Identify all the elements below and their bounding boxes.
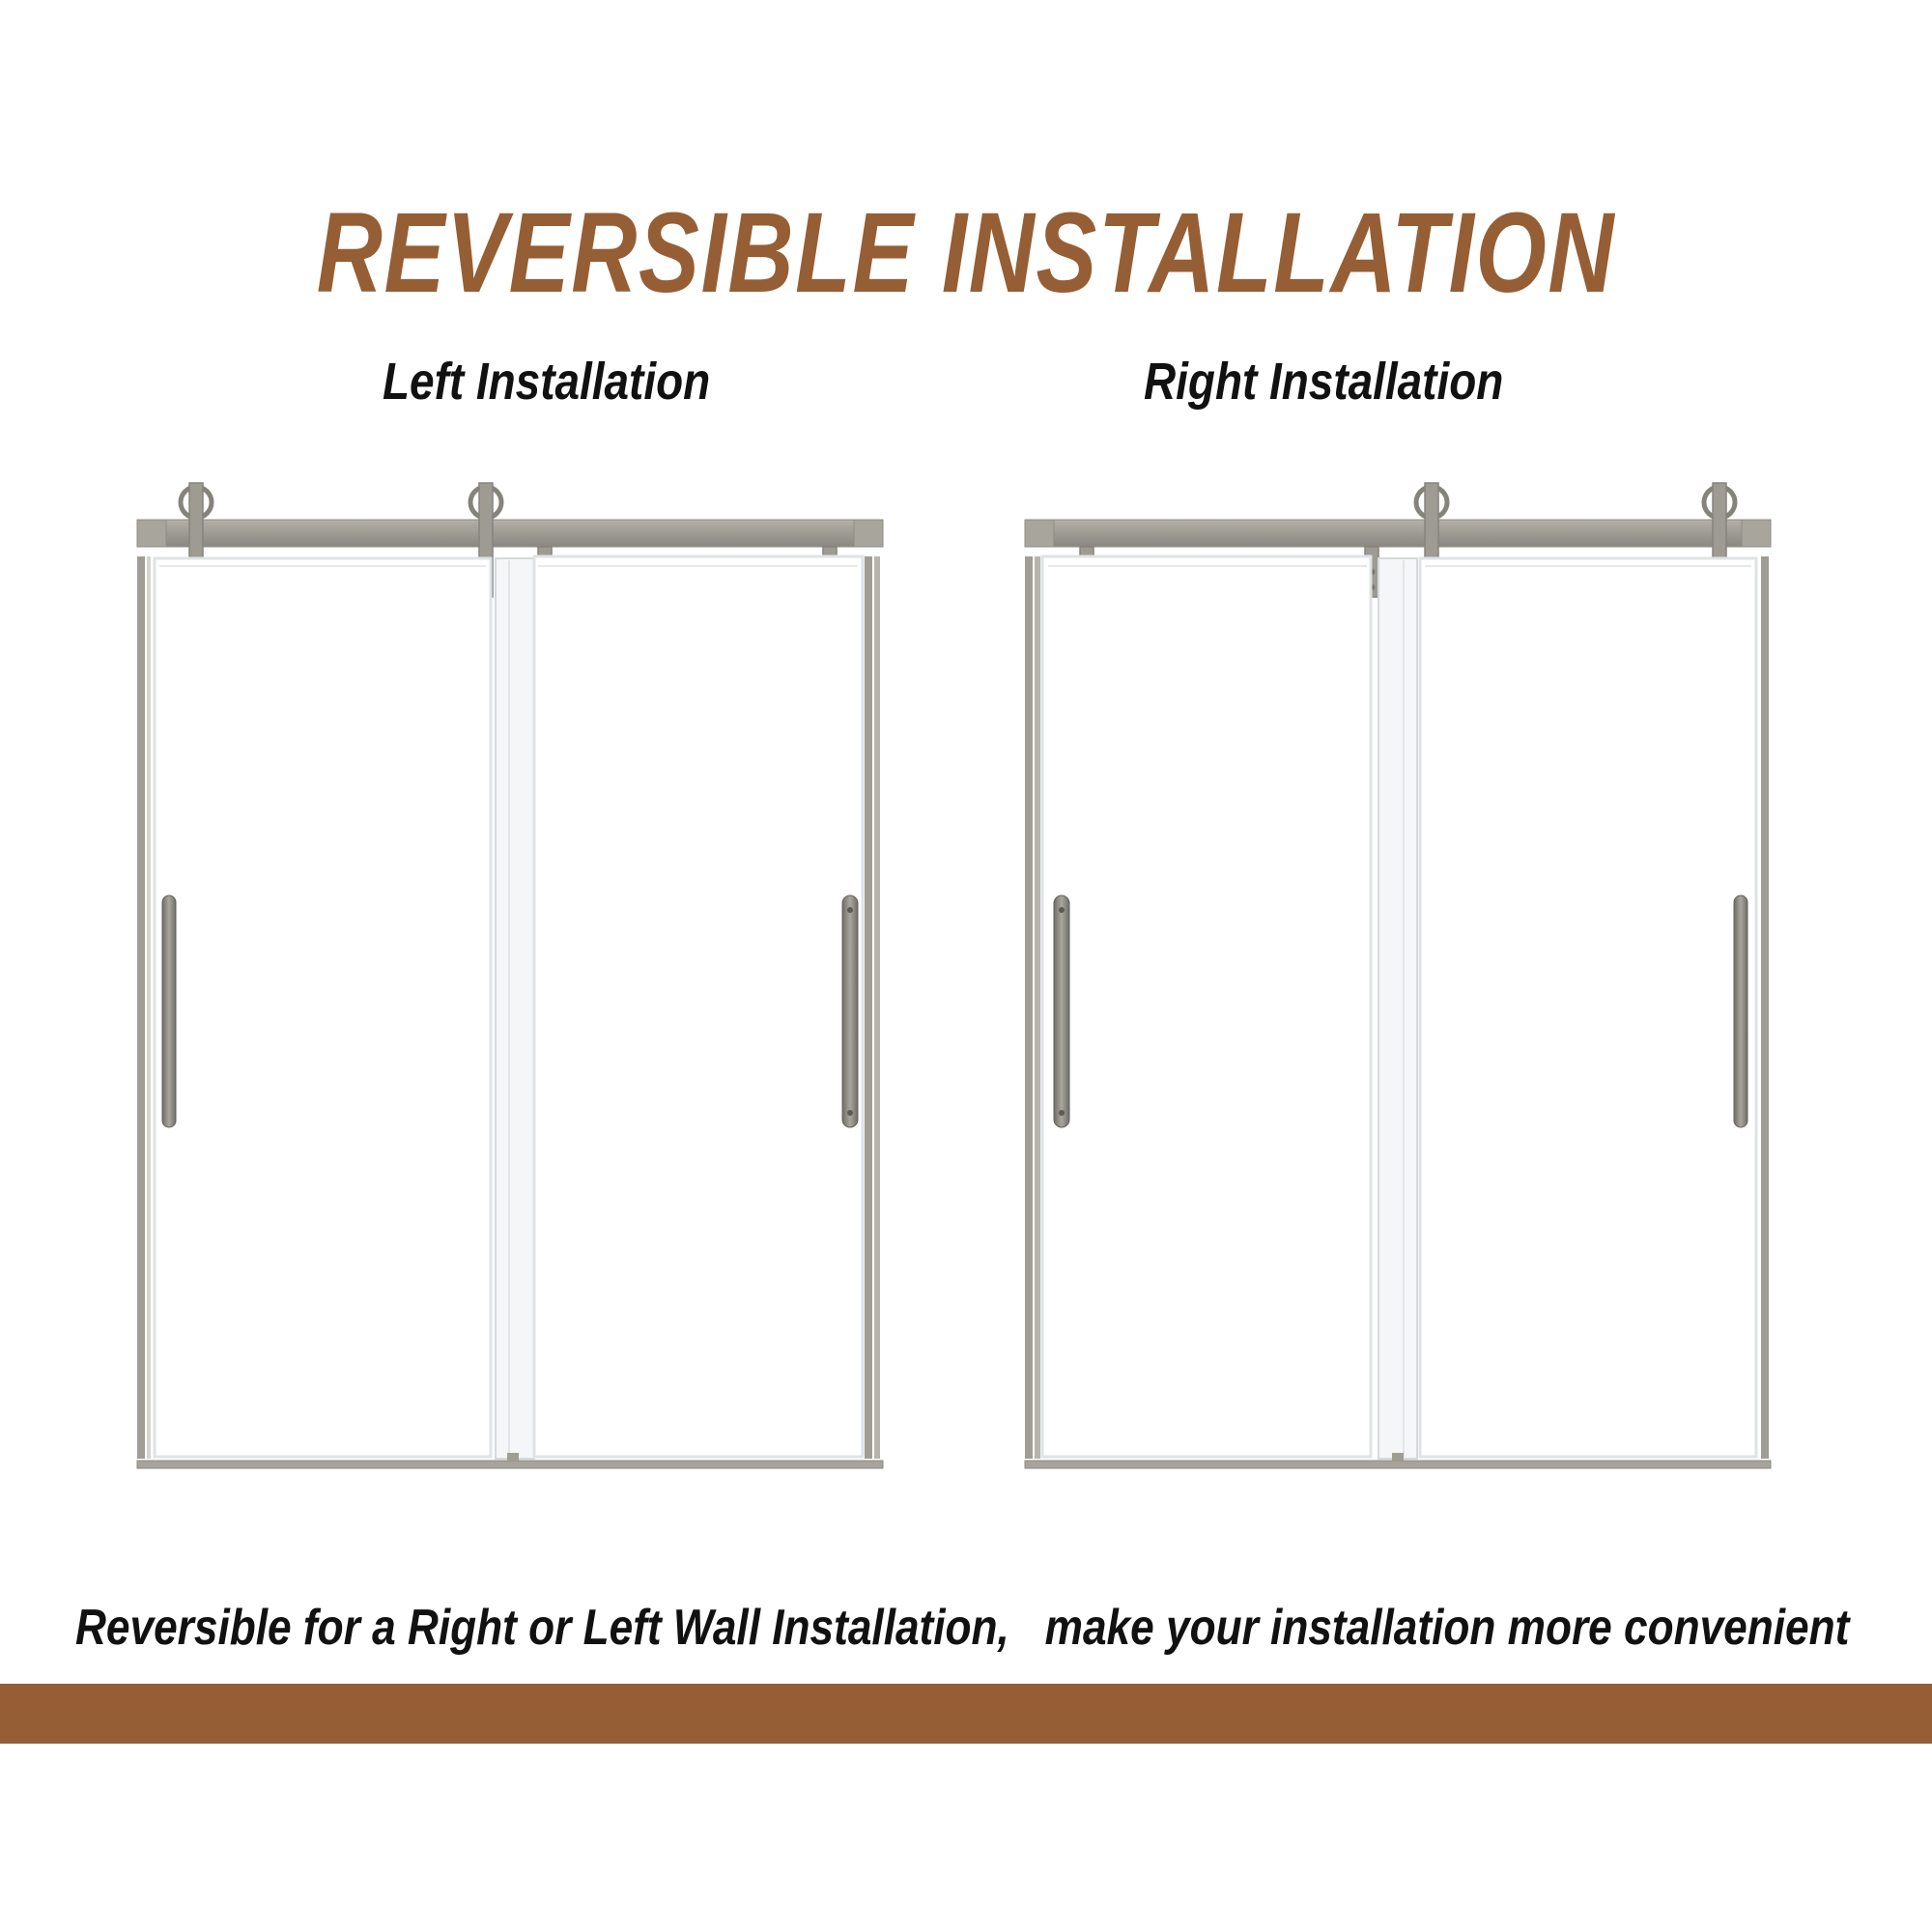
wall-channel-left <box>137 556 145 1459</box>
top-rail <box>136 519 884 548</box>
right-installation-label: Right Installation <box>1144 353 1504 411</box>
sliding-door-glass <box>153 556 493 1459</box>
wall-channel-right <box>865 556 872 1459</box>
right-installation-door-illustration <box>1024 482 1772 1469</box>
left-installation-label: Left Installation <box>383 353 711 411</box>
door-handle <box>1733 895 1748 1128</box>
fixed-panel-glass <box>532 554 865 1459</box>
panel-handle <box>841 895 859 1128</box>
page-title: REVERSIBLE INSTALLATION <box>316 189 1616 317</box>
bottom-track <box>1024 1460 1772 1469</box>
brand-bar <box>0 1684 1932 1744</box>
footer-caption: Reversible for a Right or Left Wall Inst… <box>75 1600 1850 1656</box>
panel-handle <box>1053 895 1070 1128</box>
wall-channel-right <box>1761 556 1769 1459</box>
top-rail <box>1024 519 1772 548</box>
sliding-door-glass <box>1418 556 1758 1459</box>
fixed-panel-glass <box>1040 554 1373 1459</box>
door-handle <box>161 895 177 1128</box>
wall-channel-left <box>1025 556 1033 1459</box>
bottom-track <box>136 1460 884 1469</box>
left-installation-door-illustration <box>136 482 884 1469</box>
